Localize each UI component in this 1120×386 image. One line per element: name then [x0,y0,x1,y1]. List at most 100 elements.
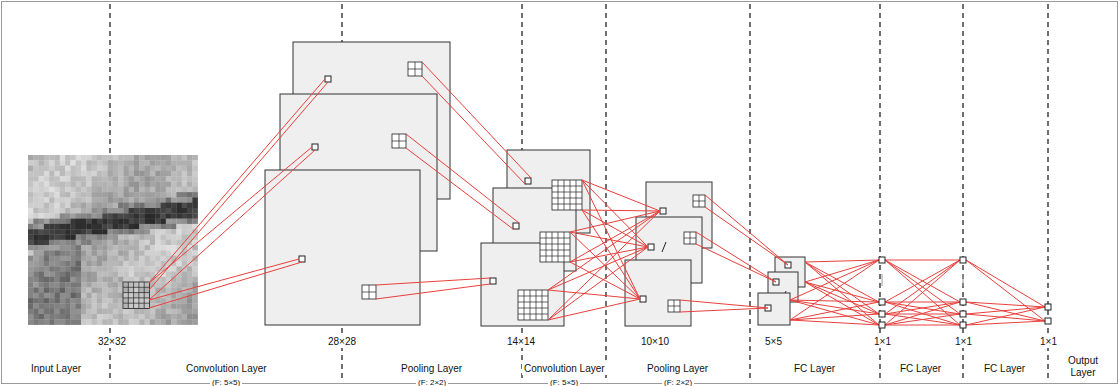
pixel [55,203,61,209]
connection-line [548,247,648,320]
label-slot: (F: 5×5) [548,371,580,386]
pixel [129,224,135,230]
pixel [118,208,124,214]
grid-line [530,290,531,320]
grid-line [668,306,680,307]
pixel [166,229,172,235]
pixel [65,171,71,177]
pixel [55,288,61,294]
pixel [76,182,82,188]
pixel [70,303,76,309]
pixel [171,155,177,161]
pixel [60,197,66,203]
pixel [33,219,39,225]
pixel [118,256,124,262]
pixel [81,256,87,262]
pixel [166,213,172,219]
pixel [33,192,39,198]
pixel [166,176,172,182]
connection-lines [149,62,1045,325]
pixel [92,219,98,225]
pixel [49,182,55,188]
pixel [171,182,177,188]
connection-line [885,302,960,303]
pixel [97,203,103,209]
label-slot: 1×1 [953,331,974,349]
pixel [166,240,172,246]
pixel [192,272,198,278]
pixel [192,298,198,304]
pixel [187,219,193,225]
grid-line [540,238,570,239]
pixel [81,298,87,304]
pixel [39,266,45,272]
pixel [92,266,98,272]
pixel [86,176,92,182]
pixel [182,229,188,235]
pixel [65,319,71,325]
pixel [76,219,82,225]
pixel [39,208,45,214]
pixel [118,176,124,182]
layer-name: Output Layer [1058,355,1108,378]
feature-maps [265,42,805,326]
pixel [102,256,108,262]
pixel [97,282,103,288]
pixel [118,229,124,235]
label-slot: 1×1 [872,331,893,349]
pixel [145,176,151,182]
pixel [161,256,167,262]
grid-line [518,302,548,303]
pixel [39,187,45,193]
pixel [81,182,87,188]
pixel [108,261,114,267]
connection-line [705,207,788,265]
pixel [44,219,50,225]
pixel [192,208,198,214]
label-slot: (F: 2×2) [416,371,448,386]
pixel [86,261,92,267]
pixel [161,277,167,283]
pixel [113,245,119,251]
pixel [182,319,188,325]
pixel [39,261,45,267]
pixel [108,224,114,230]
label-slot: (F: 5×5) [210,371,242,386]
pixel [97,224,103,230]
pixel [44,282,50,288]
connection-line [548,211,660,320]
pixel [145,155,151,161]
pixel [44,314,50,320]
pixel [102,314,108,320]
label-slot: 14×14 [505,331,537,349]
pixel [139,187,145,193]
pixel [86,319,92,325]
pixel [39,272,45,278]
connection-line [966,302,1045,321]
pixel [49,197,55,203]
pixel [176,171,182,177]
pixel [70,272,76,278]
pixel [97,192,103,198]
grid-line [540,256,570,257]
pixel [102,203,108,209]
pixel [65,298,71,304]
pixel [166,219,172,225]
connection-line [582,210,660,211]
pixel [39,245,45,251]
pixel [176,187,182,193]
pixel [55,303,61,309]
pixel [97,176,103,182]
pixel [28,240,34,246]
pixel [192,309,198,315]
pixel [60,277,66,283]
neuron-unit [1045,318,1051,324]
pixel [145,235,151,241]
pixel [70,256,76,262]
pixel [33,250,39,256]
pixel [134,203,140,209]
pixel [60,261,66,267]
pixel [97,155,103,161]
pixel [166,314,172,320]
pixel [76,314,82,320]
